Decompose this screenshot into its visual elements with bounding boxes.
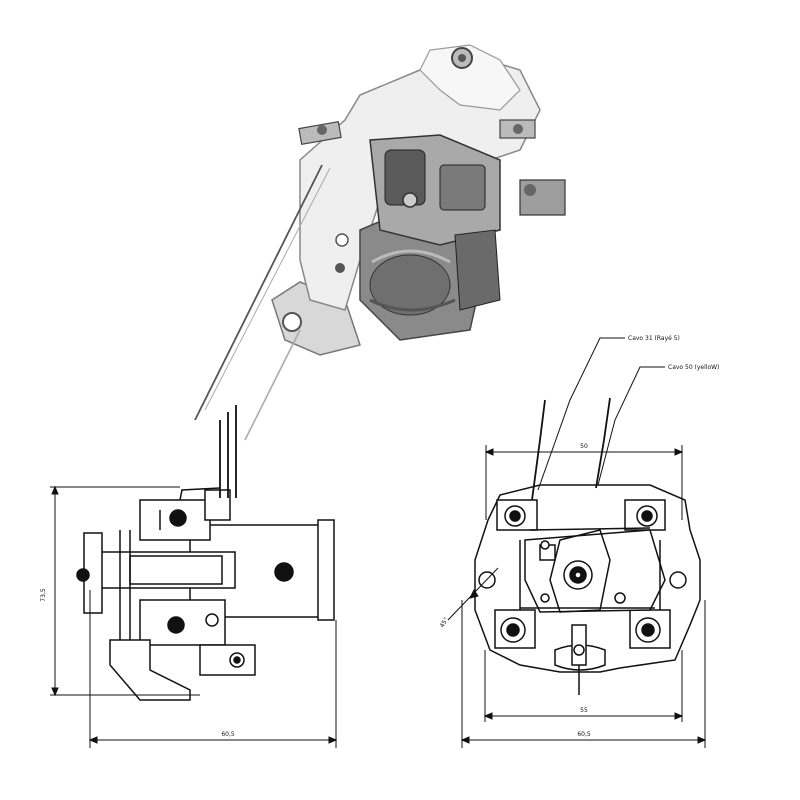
side-view-drawing [76, 405, 335, 701]
side-height-label: 73,5 [40, 588, 47, 602]
front-angle-label: 45° [439, 616, 450, 629]
front-view-callout-lines [537, 337, 665, 491]
front-overall-width-label: 60,5 [577, 731, 591, 738]
side-view-dimensions [50, 485, 338, 748]
front-view-drawing [474, 397, 701, 695]
side-width-label: 60,5 [221, 731, 235, 738]
front-top-width-label: 50 [580, 443, 588, 450]
solenoid-photo [194, 44, 566, 441]
callout-cable-1-label: Cavo 31 (Rayé 5) [628, 335, 680, 342]
callout-cable-2-label: Cavo 50 (yelloW) [668, 364, 719, 371]
front-inner-width-label: 55 [580, 707, 588, 714]
front-view-dimensions [447, 445, 707, 748]
